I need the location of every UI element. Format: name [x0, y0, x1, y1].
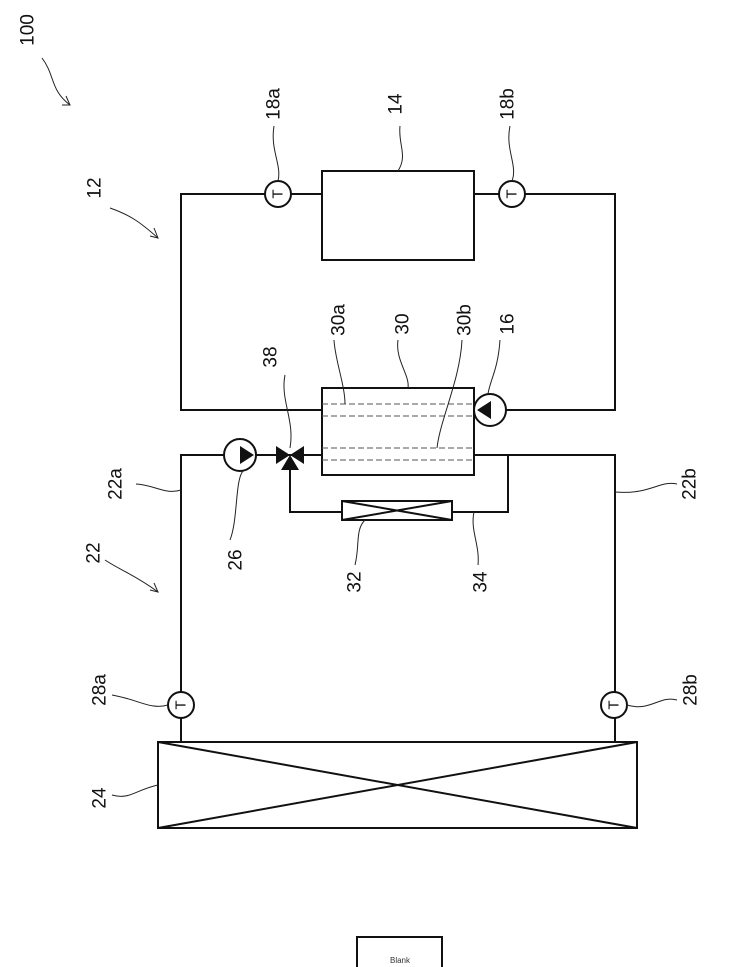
label-28a: 28a — [90, 674, 111, 706]
primary-loop: T T — [180, 170, 616, 411]
leader-lines — [41, 57, 678, 797]
temp-sensor-symbol: T — [606, 700, 623, 709]
radiator — [157, 741, 638, 829]
three-way-valve-icon — [276, 446, 304, 470]
temp-sensor-18a: T — [264, 180, 292, 208]
label-30b: 30b — [455, 304, 476, 336]
pump-16-icon — [473, 393, 507, 427]
label-30a: 30a — [329, 304, 350, 336]
blank-stamp: Blank — [356, 936, 443, 967]
label-22a: 22a — [106, 468, 127, 500]
stamp-text: Blank — [390, 956, 411, 965]
label-34: 34 — [471, 571, 492, 593]
pipe-22a — [180, 454, 322, 742]
load-box — [321, 170, 475, 261]
label-24: 24 — [90, 787, 111, 809]
bypass-pipe-34 — [452, 455, 509, 513]
temp-sensor-18b: T — [498, 180, 526, 208]
pipe-22b — [474, 454, 616, 742]
temp-sensor-28b: T — [600, 691, 628, 719]
pump-26-icon — [223, 438, 257, 472]
temp-sensor-28a: T — [167, 691, 195, 719]
label-26: 26 — [226, 549, 247, 570]
label-30: 30 — [393, 313, 414, 334]
primary-loop-left-pipe — [180, 193, 322, 411]
secondary-loop — [180, 454, 616, 742]
label-22: 22 — [84, 542, 105, 563]
reference-labels: 100 12 18a 14 18b 38 30a 30 30b 16 22a 2… — [18, 14, 702, 808]
label-16: 16 — [498, 313, 519, 334]
temp-sensor-symbol: T — [504, 189, 521, 198]
temp-sensor-symbol: T — [173, 700, 190, 709]
label-38: 38 — [261, 346, 282, 367]
temp-sensor-symbol: T — [270, 189, 287, 198]
label-100: 100 — [18, 14, 39, 46]
label-28b: 28b — [681, 674, 702, 706]
label-14: 14 — [386, 93, 407, 115]
label-22b: 22b — [680, 468, 701, 500]
label-18b: 18b — [498, 88, 519, 120]
label-18a: 18a — [264, 88, 285, 120]
primary-loop-right-pipe — [474, 193, 616, 411]
bypass-pipe-left — [289, 465, 342, 513]
label-12: 12 — [85, 177, 106, 198]
bypass-device-32 — [341, 500, 453, 521]
label-32: 32 — [345, 571, 366, 592]
